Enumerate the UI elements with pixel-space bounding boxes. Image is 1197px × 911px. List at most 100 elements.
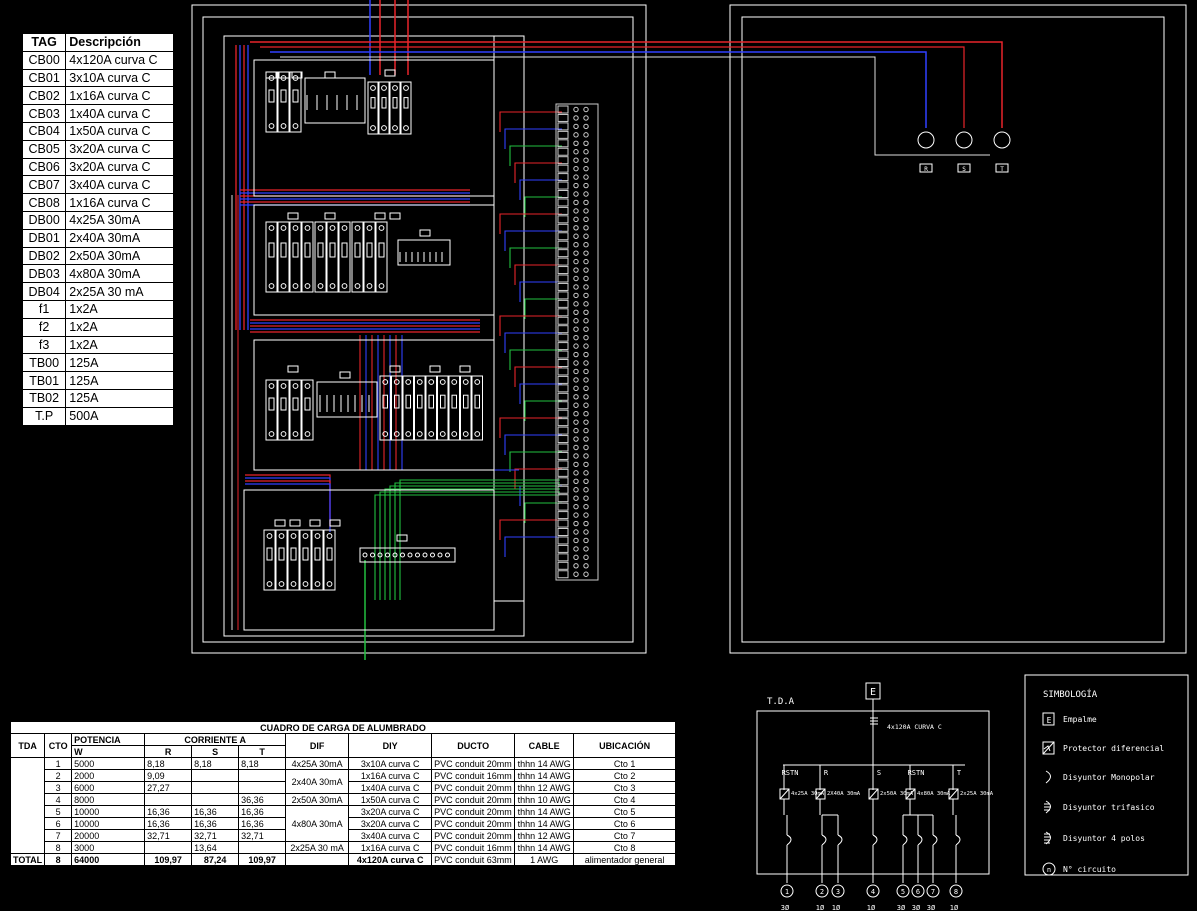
circuit-icon-letter: n bbox=[1047, 866, 1051, 874]
cto-cell: 4 bbox=[44, 793, 73, 806]
circuit-number: 2 bbox=[820, 888, 824, 896]
tag-cell: CB00 bbox=[21, 50, 67, 70]
phase-label: 1Ø bbox=[950, 904, 959, 911]
circuit-icon bbox=[1042, 862, 1056, 876]
tag-cell: CB07 bbox=[21, 175, 67, 195]
phase-label: 1Ø bbox=[867, 904, 876, 911]
cto-cell: 2 bbox=[44, 769, 73, 782]
ducto-cell: PVC conduit 20mm bbox=[431, 817, 516, 830]
schematic-title: T.D.A bbox=[767, 697, 795, 707]
t-cell: 16,36 bbox=[238, 817, 287, 830]
phase-label: 3Ø bbox=[897, 904, 906, 911]
tag-cell: CB05 bbox=[21, 139, 67, 159]
breaker-icon bbox=[821, 834, 827, 846]
tag-cell: TB02 bbox=[21, 388, 67, 408]
ubicacion-header: UBICACIÓN bbox=[573, 733, 676, 758]
s-cell: 13,64 bbox=[191, 841, 240, 854]
diy-cell: 4x120A curva C bbox=[348, 853, 433, 866]
description-cell: 3x40A curva C bbox=[65, 175, 174, 195]
ubicacion-cell: Cto 5 bbox=[573, 805, 676, 818]
protector-icon bbox=[1043, 745, 1051, 752]
potencia-cell: 64000 bbox=[71, 853, 146, 866]
tag-cell: DB03 bbox=[21, 264, 67, 284]
breaker-icon bbox=[837, 834, 843, 846]
s-cell bbox=[191, 769, 240, 782]
circuit-number-icon bbox=[911, 884, 925, 898]
r-header: R bbox=[144, 745, 193, 758]
diy-cell: 3x10A curva C bbox=[348, 757, 433, 770]
t-cell bbox=[238, 781, 287, 794]
ubicacion-cell: Cto 7 bbox=[573, 829, 676, 842]
description-cell: 125A bbox=[65, 371, 174, 390]
ubicacion-cell: Cto 6 bbox=[573, 817, 676, 830]
description-cell: 2x25A 30 mA bbox=[65, 282, 174, 301]
tag-cell: f3 bbox=[21, 335, 67, 355]
cable-cell: thhn 14 AWG bbox=[514, 841, 575, 854]
r-cell bbox=[144, 793, 193, 806]
cable-cell: thhn 14 AWG bbox=[514, 817, 575, 830]
pilot-lights bbox=[917, 131, 1011, 173]
terminal-strip bbox=[555, 103, 599, 581]
legend-label: Disyuntor trifasico bbox=[1063, 803, 1155, 812]
tag-cell: TB00 bbox=[21, 353, 67, 373]
diy-cell: 3x40A curva C bbox=[348, 829, 433, 842]
circuit-number-icon bbox=[780, 884, 794, 898]
load-table-title: CUADRO DE CARGA DE ALUMBRADO bbox=[10, 721, 676, 734]
description-cell: 2x40A 30mA bbox=[65, 228, 174, 248]
cto-cell: 3 bbox=[44, 781, 73, 794]
description-cell: 1x2A bbox=[65, 335, 174, 355]
dif-cell bbox=[285, 853, 350, 866]
description-cell: 1x2A bbox=[65, 299, 174, 319]
empalme-icon: E bbox=[1047, 716, 1052, 725]
s-cell: 8,18 bbox=[191, 757, 240, 770]
description-cell: 3x10A curva C bbox=[65, 68, 174, 88]
tag-cell: T.P bbox=[21, 406, 67, 426]
pilot-label: S bbox=[962, 166, 966, 173]
tag-cell: f1 bbox=[21, 299, 67, 319]
cto-cell: 8 bbox=[44, 853, 73, 866]
dif-header: DIF bbox=[285, 733, 350, 758]
description-cell: 3x20A curva C bbox=[65, 157, 174, 177]
corriente-header: CORRIENTE A bbox=[144, 733, 287, 746]
tag-cell: CB03 bbox=[21, 104, 67, 123]
circuit-number-icon bbox=[896, 884, 910, 898]
legend-label: N° circuito bbox=[1063, 865, 1116, 874]
r-cell: 109,97 bbox=[144, 853, 193, 866]
breaker-icon bbox=[932, 834, 938, 846]
breaker-icon bbox=[786, 834, 792, 846]
t-cell bbox=[238, 769, 287, 782]
diy-cell: 3x20A curva C bbox=[348, 817, 433, 830]
legend-label: Empalme bbox=[1063, 715, 1097, 724]
breaker-icon bbox=[872, 834, 878, 846]
ducto-cell: PVC conduit 16mm bbox=[431, 841, 516, 854]
cto-cell: 7 bbox=[44, 829, 73, 842]
ducto-cell: PVC conduit 20mm bbox=[431, 805, 516, 818]
s-header: S bbox=[191, 745, 240, 758]
dif-cell: 2x40A 30mA bbox=[285, 769, 350, 794]
diy-cell: 1x50A curva C bbox=[348, 793, 433, 806]
t-cell: 16,36 bbox=[238, 805, 287, 818]
potencia-header: POTENCIA bbox=[71, 733, 146, 746]
ducto-cell: PVC conduit 20mm bbox=[431, 757, 516, 770]
main-symbol: E bbox=[870, 687, 876, 698]
cto-cell: 6 bbox=[44, 817, 73, 830]
s-cell: 87,24 bbox=[191, 853, 240, 866]
breaker-3p-icon bbox=[1045, 800, 1051, 814]
t-cell: 36,36 bbox=[238, 793, 287, 806]
tda-header: TDA bbox=[9, 733, 46, 758]
phase-label: 3Ø bbox=[927, 904, 936, 911]
pilot-label: T bbox=[1000, 166, 1004, 173]
ubicacion-cell: Cto 1 bbox=[573, 757, 676, 770]
bus-label: RSTN bbox=[782, 769, 799, 777]
